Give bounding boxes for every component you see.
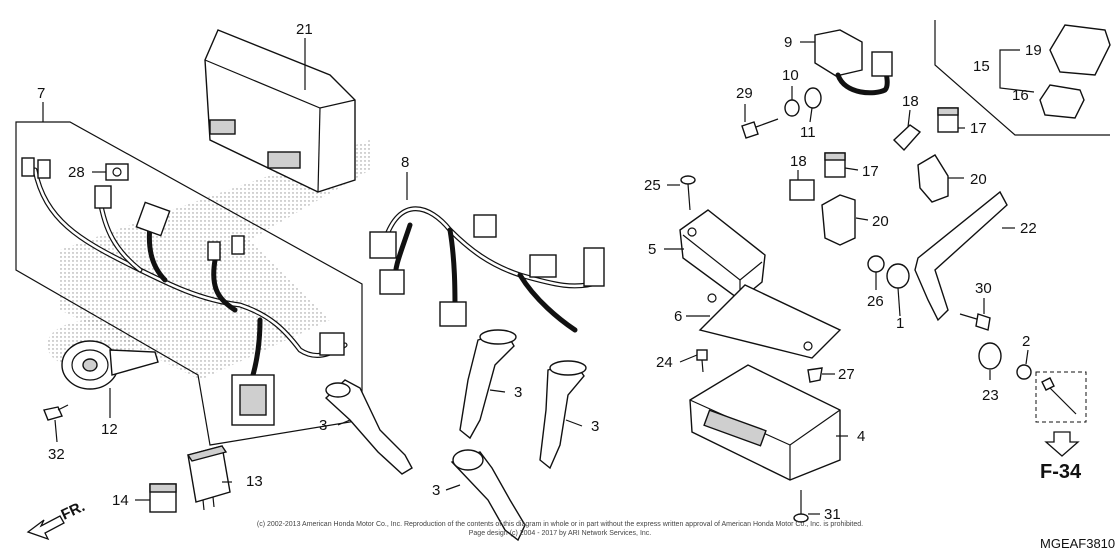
module-4[interactable] [689, 364, 841, 481]
relay-19[interactable] [1049, 24, 1111, 76]
ignition-coil-d[interactable] [450, 449, 526, 542]
grommet-26[interactable] [867, 255, 885, 273]
page-reference-arrow [1044, 431, 1080, 457]
callout-5: 5 [648, 241, 656, 258]
front-direction-label: FR. [59, 498, 88, 524]
callout-4: 4 [857, 428, 865, 445]
grommet-10[interactable] [784, 99, 800, 117]
leader-lines [42, 38, 1035, 515]
callout-6: 6 [674, 308, 682, 325]
main-wire-harness[interactable] [21, 157, 348, 426]
ignition-coil-a[interactable] [324, 379, 413, 475]
grommet-23[interactable] [978, 342, 1002, 370]
ignition-coil-c[interactable] [539, 360, 587, 470]
callout-28: 28 [68, 164, 85, 181]
fuse-18b[interactable] [789, 179, 815, 201]
callout-22: 22 [1020, 220, 1037, 237]
callout-24: 24 [656, 354, 673, 371]
callout-7: 7 [37, 85, 45, 102]
callout-31: 31 [824, 506, 841, 523]
gasket-6[interactable] [698, 284, 842, 359]
screw-25[interactable] [680, 175, 696, 211]
callout-15: 15 [973, 58, 990, 75]
callout-10: 10 [782, 67, 799, 84]
callout-27: 27 [838, 366, 855, 383]
callout-23: 23 [982, 387, 999, 404]
copyright-line-2: Page design (c) 2004 - 2017 by ARI Netwo… [469, 530, 652, 537]
callout-32: 32 [48, 446, 65, 463]
page-reference: F-34 [1040, 461, 1082, 483]
regulator-5[interactable] [679, 209, 766, 301]
callout-12: 12 [101, 421, 118, 438]
relay-holder-20a[interactable] [917, 154, 949, 203]
relay-17a[interactable] [937, 107, 959, 133]
callout-17-a: 17 [970, 120, 987, 137]
horn-bolt[interactable] [43, 404, 69, 421]
callout-13: 13 [246, 473, 263, 490]
relay-9[interactable] [814, 29, 893, 96]
ecu-unit[interactable] [204, 29, 356, 193]
callout-21: 21 [296, 21, 313, 38]
callout-29: 29 [736, 85, 753, 102]
callout-3-a: 3 [319, 417, 327, 434]
callout-9: 9 [784, 34, 792, 51]
callout-30: 30 [975, 280, 992, 297]
fuse-18a[interactable] [892, 124, 922, 152]
harness-group-outline [15, 121, 363, 446]
callout-3-c: 3 [591, 418, 599, 435]
connector-14[interactable] [149, 483, 177, 513]
callout-25: 25 [644, 177, 661, 194]
callout-17-b: 17 [862, 163, 879, 180]
callout-1: 1 [896, 315, 904, 332]
relay-13[interactable] [186, 445, 231, 511]
callout-19: 19 [1025, 42, 1042, 59]
callout-3-d: 3 [432, 482, 440, 499]
sub-wire-harness[interactable] [369, 206, 605, 333]
collar-11[interactable] [804, 87, 822, 109]
grommet-1[interactable] [886, 263, 910, 289]
callout-18-a: 18 [902, 93, 919, 110]
relay-16[interactable] [1039, 84, 1085, 119]
collar-2[interactable] [1016, 364, 1032, 380]
callout-2: 2 [1022, 333, 1030, 350]
bracket-22[interactable] [914, 190, 1008, 322]
relay-holder-20b[interactable] [821, 194, 856, 246]
callout-20-a: 20 [970, 171, 987, 188]
harness-clip[interactable] [105, 163, 129, 181]
bolt-30[interactable] [959, 313, 991, 331]
diagram-code: MGEAF3810 [1040, 536, 1115, 551]
callout-16: 16 [1012, 87, 1029, 104]
bolt-31[interactable] [793, 490, 809, 523]
copyright-line-1: (c) 2002-2013 American Honda Motor Co., … [257, 521, 863, 528]
front-arrow-icon [26, 515, 65, 541]
ignition-coil-b[interactable] [459, 329, 517, 440]
relay-17b[interactable] [824, 152, 846, 178]
grommet-27[interactable] [807, 367, 823, 383]
callouts: 7 28 21 8 12 32 13 14 3 3 3 3 4 5 6 25 2… [37, 21, 1042, 523]
bolt-24[interactable] [696, 349, 708, 373]
callout-8: 8 [401, 154, 409, 171]
callout-11: 11 [800, 124, 816, 141]
horn[interactable] [61, 340, 159, 390]
callout-20-b: 20 [872, 213, 889, 230]
reference-bolt-box [1035, 371, 1087, 423]
callout-18-b: 18 [790, 153, 807, 170]
callout-14: 14 [112, 492, 129, 509]
bolt-29[interactable] [741, 118, 779, 139]
callout-3-b: 3 [514, 384, 522, 401]
callout-26: 26 [867, 293, 884, 310]
relay-group-outline [934, 20, 1110, 136]
